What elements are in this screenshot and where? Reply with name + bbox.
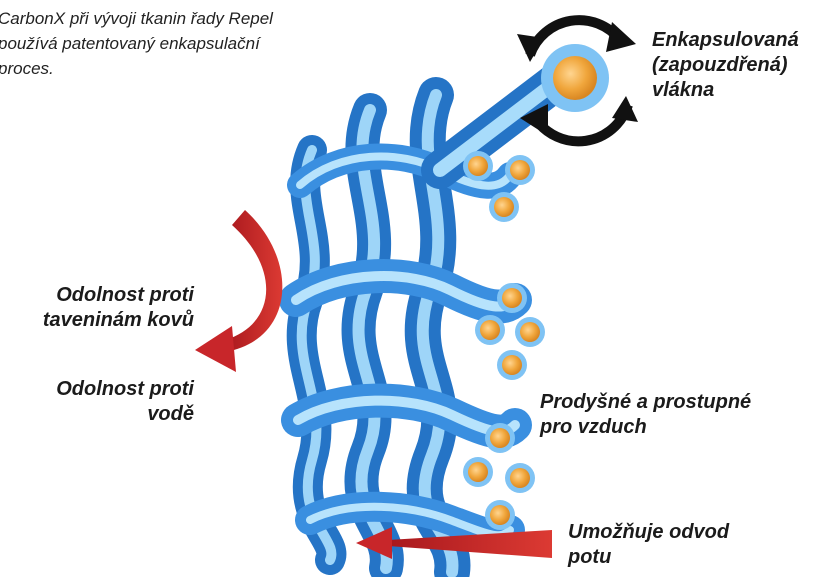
label-water-resistance: Odolnost proti vodě bbox=[20, 377, 194, 427]
intro-text: CarbonX při vývoji tkanin řady Repel pou… bbox=[0, 6, 318, 81]
label-line: Umožňuje odvod bbox=[568, 520, 729, 545]
label-line: Enkapsulovaná bbox=[652, 28, 799, 53]
label-line: potu bbox=[568, 545, 729, 570]
label-metal-resistance: Odolnost proti taveninám kovů bbox=[20, 283, 194, 333]
label-line: Odolnost proti bbox=[20, 377, 194, 402]
cycle-arrowhead bbox=[612, 96, 638, 122]
encapsulated-fiber-detail bbox=[440, 20, 638, 170]
cycle-arrowhead bbox=[517, 34, 544, 62]
label-line: vlákna bbox=[652, 78, 799, 103]
deflect-arrow bbox=[195, 210, 282, 372]
label-line: Odolnost proti bbox=[20, 283, 194, 308]
curved-arrow-head bbox=[195, 326, 236, 372]
label-line: pro vzduch bbox=[540, 415, 751, 440]
label-encapsulated-fibers: Enkapsulovaná (zapouzdřená) vlákna bbox=[652, 28, 799, 103]
fiber-cores bbox=[463, 151, 545, 530]
label-breathable: Prodyšné a prostupné pro vzduch bbox=[540, 390, 751, 440]
fiber-core bbox=[553, 56, 597, 100]
curved-arrow-body bbox=[225, 210, 282, 352]
label-line: (zapouzdřená) bbox=[652, 53, 799, 78]
label-line: Prodyšné a prostupné bbox=[540, 390, 751, 415]
label-line: taveninám kovů bbox=[20, 308, 194, 333]
label-sweat-wicking: Umožňuje odvod potu bbox=[568, 520, 729, 570]
label-line: vodě bbox=[20, 402, 194, 427]
